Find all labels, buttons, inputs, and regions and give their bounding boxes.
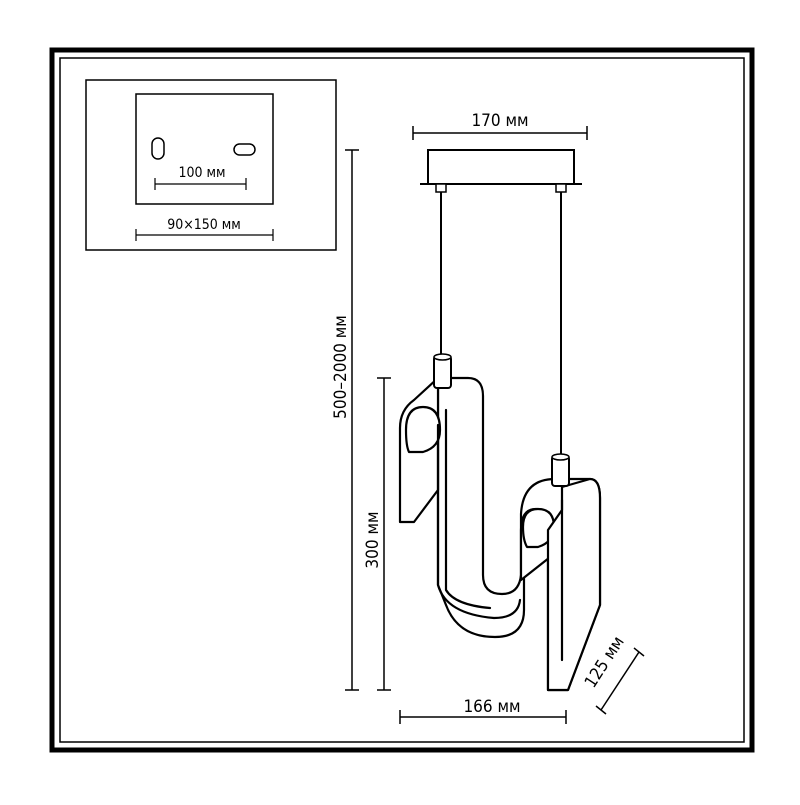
body-width-label: 166 мм [463, 697, 520, 717]
plate-size-dimension: 90×150 мм [135, 217, 274, 241]
ribbon-channel-edge [444, 408, 492, 610]
canopy-assembly: 170 мм [412, 111, 588, 456]
body-height-label: 300 мм [363, 511, 383, 568]
ribbon-inner-channel [436, 423, 522, 620]
body-depth-dimension: 125 мм [581, 633, 645, 715]
mounting-slot-left [151, 137, 165, 160]
ribbon-left-curl [404, 405, 442, 454]
cable-cap-right-top [551, 453, 570, 461]
mount-spacing-dimension: 100 мм [154, 165, 247, 190]
inner-frame [59, 57, 745, 743]
mounting-plate [135, 93, 274, 205]
inset-box [85, 79, 337, 251]
cable-cap-left-top [433, 353, 452, 361]
body-width-dimension: 166 мм [399, 697, 567, 724]
mounting-slot-right [233, 143, 256, 156]
body-depth-label: 125 мм [581, 633, 629, 692]
wire-grip-left [435, 183, 447, 193]
body-height-dimension: 300 мм [363, 377, 391, 691]
outer-frame [49, 47, 755, 753]
canopy-width-label: 170 мм [471, 111, 528, 131]
lamp-body [398, 353, 602, 692]
ceiling-canopy [427, 149, 575, 185]
plate-size-label: 90×150 мм [167, 217, 241, 233]
canopy-width-dimension: 170 мм [412, 111, 588, 140]
wire-grip-right [555, 183, 567, 193]
cable-cap-left [433, 355, 452, 389]
mount-spacing-label: 100 мм [178, 165, 225, 181]
suspension-length-dimension: 500–2000 мм [331, 149, 359, 691]
suspension-length-label: 500–2000 мм [331, 315, 351, 419]
mounting-plate-inset: 100 мм 90×150 мм [85, 79, 337, 251]
